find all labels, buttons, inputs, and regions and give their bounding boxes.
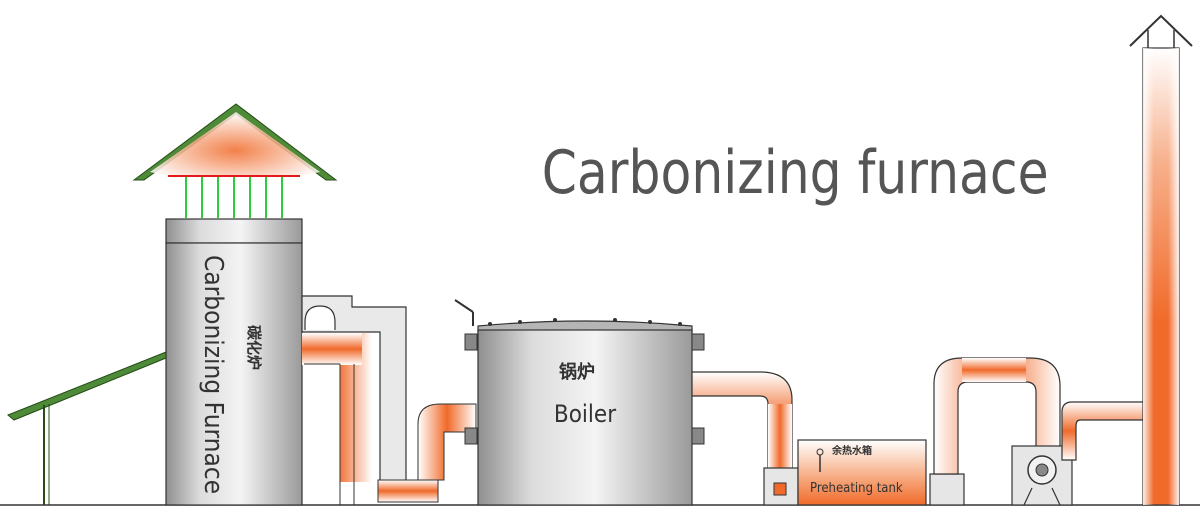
tank-label-cn: 余热水箱 <box>831 444 872 457</box>
gauge-icon <box>816 448 824 472</box>
boiler: 锅炉 Boiler <box>454 299 705 506</box>
diagram-title: Carbonizing furnace <box>542 139 1049 208</box>
chimney <box>1129 14 1193 506</box>
boiler-label-en: Boiler <box>554 400 616 428</box>
boiler-label-cn: 锅炉 <box>559 361 595 383</box>
furnace-label-en: Carbonizing Furnace <box>198 255 228 494</box>
tank-label-en: Preheating tank <box>810 481 903 496</box>
roof-supports <box>185 177 283 218</box>
shed-roof <box>7 351 167 505</box>
preheating-tank: 余热水箱 Preheating tank <box>797 439 965 506</box>
flue-duct-3 <box>933 357 1061 475</box>
flue-duct-1 <box>301 295 477 505</box>
carbonizing-furnace: Carbonizing Furnace 碳化炉 <box>132 103 338 506</box>
furnace-label-cn: 碳化炉 <box>245 325 263 370</box>
flue-duct-2 <box>691 371 799 506</box>
fan-icon <box>1011 401 1146 506</box>
chimney-cap-icon <box>1129 14 1193 48</box>
